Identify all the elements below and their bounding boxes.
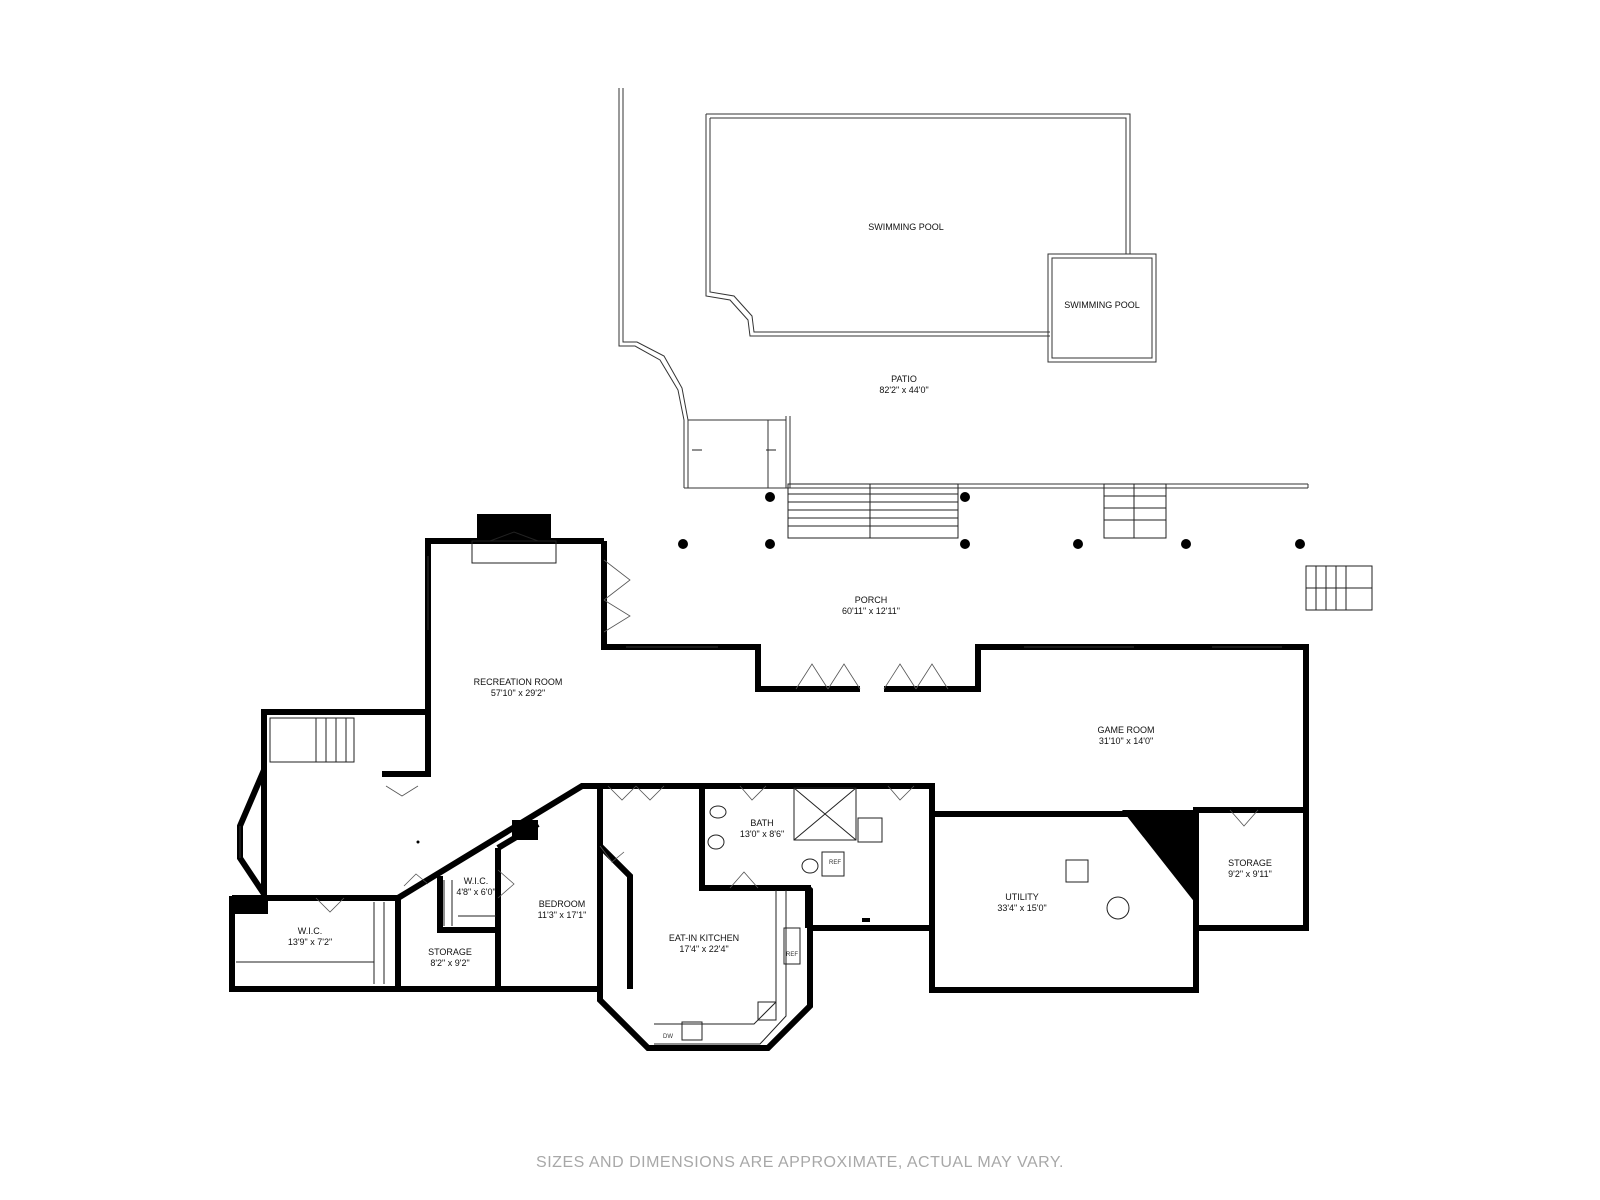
label-ref-bath: REF xyxy=(829,860,841,866)
label-game-room: GAME ROOM xyxy=(1097,725,1154,735)
label-storage-right-dims: 9'2" x 9'11" xyxy=(1228,869,1272,879)
label-dw: DW xyxy=(663,1034,673,1040)
porch-stairs xyxy=(787,483,1373,611)
sink-icon xyxy=(707,834,725,850)
label-wic-large: W.I.C. xyxy=(298,926,323,936)
label-porch: PORCH xyxy=(855,595,888,605)
wic-column xyxy=(232,896,268,914)
sink-icon-2 xyxy=(801,858,819,874)
toilet-icon xyxy=(709,805,727,819)
label-wic-small: W.I.C. xyxy=(464,876,489,886)
exterior-walls xyxy=(229,538,1309,1051)
label-bath-dims: 13'0" x 8'6" xyxy=(740,829,784,839)
label-patio-dims: 82'2" x 44'0" xyxy=(879,385,928,395)
bath-fixtures xyxy=(707,787,883,877)
label-bedroom: BEDROOM xyxy=(539,899,586,909)
label-bedroom-dims: 11'3" x 17'1" xyxy=(538,910,587,920)
hearth xyxy=(471,540,557,564)
bedroom-column xyxy=(512,820,538,840)
windows xyxy=(239,556,1282,858)
kitchen-counters xyxy=(654,890,801,1045)
label-recreation-room: RECREATION ROOM xyxy=(474,677,563,687)
swimming-pool xyxy=(705,113,1157,363)
label-swimming-pool-main: SWIMMING POOL xyxy=(868,222,944,232)
label-patio: PATIO xyxy=(891,374,917,384)
label-eat-in-kitchen-dims: 17'4" x 22'4" xyxy=(679,944,728,954)
patio-outline xyxy=(618,88,1309,489)
label-storage-right: STORAGE xyxy=(1228,858,1272,868)
label-bath: BATH xyxy=(750,818,773,828)
porch-columns xyxy=(678,492,1305,549)
label-utility: UTILITY xyxy=(1005,892,1039,902)
utility-chase xyxy=(1122,810,1196,904)
label-swimming-pool-spa: SWIMMING POOL xyxy=(1064,300,1140,310)
doors xyxy=(315,559,1259,913)
label-recreation-room-dims: 57'10" x 29'2" xyxy=(491,688,545,698)
label-porch-dims: 60'11" x 12'11" xyxy=(842,606,900,616)
label-ref-kitchen: REF xyxy=(786,952,798,958)
left-stairs xyxy=(269,717,355,763)
label-storage-left: STORAGE xyxy=(428,947,472,957)
disclaimer-text: SIZES AND DIMENSIONS ARE APPROXIMATE, AC… xyxy=(536,1154,1064,1171)
label-storage-left-dims: 8'2" x 9'2" xyxy=(430,958,469,968)
utility-fixture xyxy=(1065,859,1089,883)
label-utility-dims: 33'4" x 15'0" xyxy=(997,903,1046,913)
wic-shelves xyxy=(236,880,496,984)
label-wic-small-dims: 4'8" x 6'0" xyxy=(456,887,495,897)
label-wic-large-dims: 13'9" x 7'2" xyxy=(288,937,332,947)
label-eat-in-kitchen: EAT-IN KITCHEN xyxy=(669,933,739,943)
fireplace xyxy=(477,514,551,538)
label-game-room-dims: 31'10" x 14'0" xyxy=(1099,736,1153,746)
water-heater-icon xyxy=(1106,896,1130,920)
